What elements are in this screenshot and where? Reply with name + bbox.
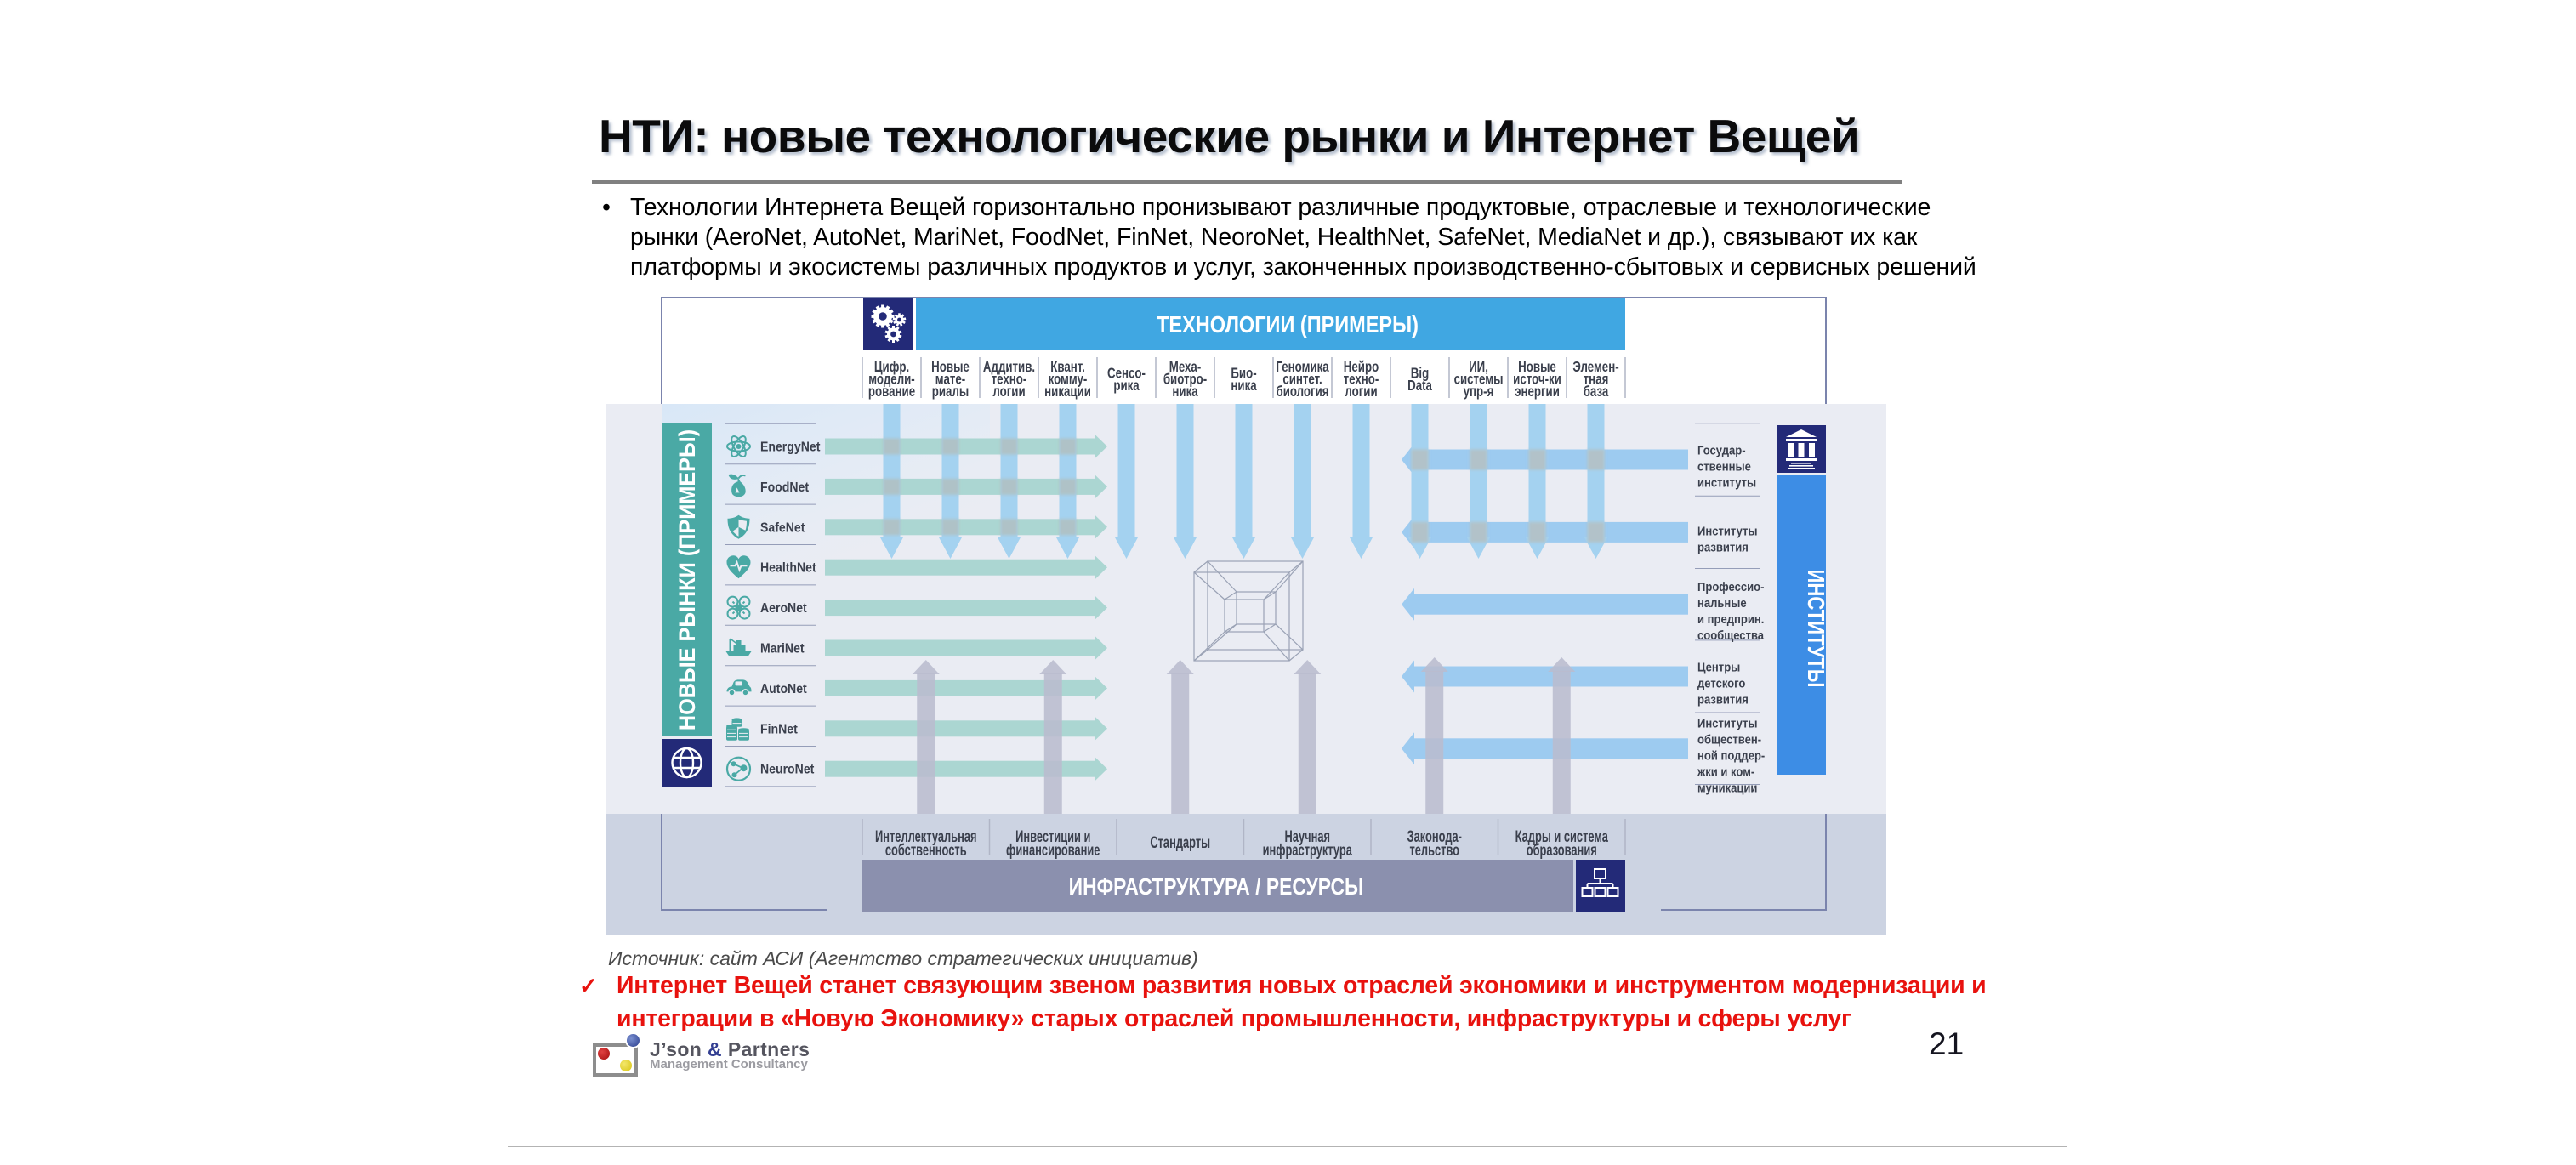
svg-text:Государ-: Государ- — [1697, 444, 1746, 457]
svg-text:FoodNet: FoodNet — [760, 480, 809, 495]
svg-text:Новые: Новые — [1518, 359, 1556, 375]
svg-text:системы: системы — [1454, 372, 1504, 388]
svg-text:и предприн.: и предприн. — [1697, 613, 1764, 627]
svg-text:мате-: мате- — [935, 372, 965, 388]
svg-text:никации: никации — [1044, 384, 1091, 400]
svg-text:тная: тная — [1584, 372, 1609, 388]
svg-text:Элемен-: Элемен- — [1572, 359, 1618, 375]
svg-text:детского: детского — [1697, 677, 1745, 690]
svg-text:муникации: муникации — [1697, 781, 1757, 795]
svg-text:база: база — [1584, 384, 1609, 400]
svg-text:сообщества: сообщества — [1697, 629, 1764, 643]
svg-text:Центры: Центры — [1697, 661, 1740, 674]
svg-text:рика: рика — [1113, 378, 1140, 394]
svg-text:ственные: ственные — [1697, 460, 1751, 474]
svg-text:Геномика: Геномика — [1276, 359, 1329, 375]
svg-text:Профессио-: Профессио- — [1697, 581, 1765, 594]
svg-text:финансирование: финансирование — [1006, 840, 1100, 859]
svg-text:биология: биология — [1276, 384, 1328, 400]
svg-text:ника: ника — [1231, 378, 1257, 394]
svg-text:Научная: Научная — [1284, 827, 1330, 845]
svg-text:развития: развития — [1697, 693, 1749, 707]
svg-text:Сенсо-: Сенсо- — [1107, 366, 1146, 382]
svg-text:Кадры и система: Кадры и система — [1515, 827, 1609, 845]
svg-text:источ-ки: источ-ки — [1513, 372, 1561, 388]
svg-text:AeroNet: AeroNet — [760, 600, 807, 616]
svg-text:Инвестиции и: Инвестиции и — [1015, 827, 1090, 845]
svg-text:ИИ,: ИИ, — [1469, 359, 1488, 375]
svg-text:техно-: техно- — [1344, 372, 1379, 388]
svg-text:инфраструктура: инфраструктура — [1263, 840, 1353, 859]
svg-text:жки и ком-: жки и ком- — [1697, 765, 1755, 779]
svg-text:энергии: энергии — [1515, 384, 1560, 400]
svg-text:AutoNet: AutoNet — [760, 681, 807, 696]
svg-text:логии: логии — [992, 384, 1025, 400]
svg-text:техно-: техно- — [992, 372, 1027, 388]
svg-text:Интеллектуальная: Интеллектуальная — [875, 827, 977, 845]
svg-text:упр-я: упр-я — [1464, 384, 1494, 400]
svg-text:ной поддер-: ной поддер- — [1697, 749, 1766, 763]
svg-text:синтет.: синтет. — [1282, 372, 1322, 388]
svg-text:Data: Data — [1407, 378, 1432, 394]
svg-text:нальные: нальные — [1697, 597, 1747, 611]
svg-text:NeuroNet: NeuroNet — [760, 762, 814, 777]
svg-text:Цифр.: Цифр. — [874, 359, 909, 375]
svg-text:FinNet: FinNet — [760, 721, 798, 736]
svg-text:развития: развития — [1697, 541, 1749, 554]
svg-text:обществен-: обществен- — [1697, 733, 1761, 747]
svg-text:риалы: риалы — [932, 384, 969, 400]
svg-text:MariNet: MariNet — [760, 641, 805, 656]
svg-text:НОВЫЕ РЫНКИ (ПРИМЕРЫ): НОВЫЕ РЫНКИ (ПРИМЕРЫ) — [674, 429, 700, 730]
svg-text:институты: институты — [1697, 476, 1756, 490]
svg-text:модели-: модели- — [868, 372, 914, 388]
svg-text:Меха-: Меха- — [1169, 359, 1202, 375]
svg-text:Стандарты: Стандарты — [1150, 833, 1210, 851]
svg-text:комму-: комму- — [1049, 372, 1088, 388]
svg-text:биотро-: биотро- — [1163, 372, 1207, 388]
svg-text:Big: Big — [1411, 366, 1429, 382]
svg-text:ника: ника — [1172, 384, 1198, 400]
svg-text:Нейро: Нейро — [1344, 359, 1379, 375]
svg-text:образования: образования — [1527, 840, 1597, 859]
svg-text:ИНФРАСТРУКТУРА / РЕСУРСЫ: ИНФРАСТРУКТУРА / РЕСУРСЫ — [1069, 874, 1364, 901]
svg-text:Квант.: Квант. — [1050, 359, 1085, 375]
svg-text:логии: логии — [1345, 384, 1377, 400]
svg-text:HealthNet: HealthNet — [760, 560, 816, 576]
svg-text:Институты: Институты — [1697, 525, 1758, 538]
svg-text:Аддитив.: Аддитив. — [983, 359, 1035, 375]
svg-text:ТЕХНОЛОГИИ (ПРИМЕРЫ): ТЕХНОЛОГИИ (ПРИМЕРЫ) — [1157, 312, 1419, 338]
svg-text:Новые: Новые — [931, 359, 970, 375]
svg-text:SafeNet: SafeNet — [760, 520, 805, 535]
svg-text:Био-: Био- — [1231, 366, 1256, 382]
svg-text:Законода-: Законода- — [1407, 827, 1462, 845]
svg-text:собственность: собственность — [885, 840, 967, 859]
svg-text:Институты: Институты — [1697, 717, 1758, 730]
svg-text:тельство: тельство — [1409, 840, 1459, 859]
svg-text:рование: рование — [868, 384, 916, 400]
svg-text:EnergyNet: EnergyNet — [760, 440, 820, 455]
svg-text:ИНСТИТУТЫ: ИНСТИТУТЫ — [1802, 569, 1828, 687]
